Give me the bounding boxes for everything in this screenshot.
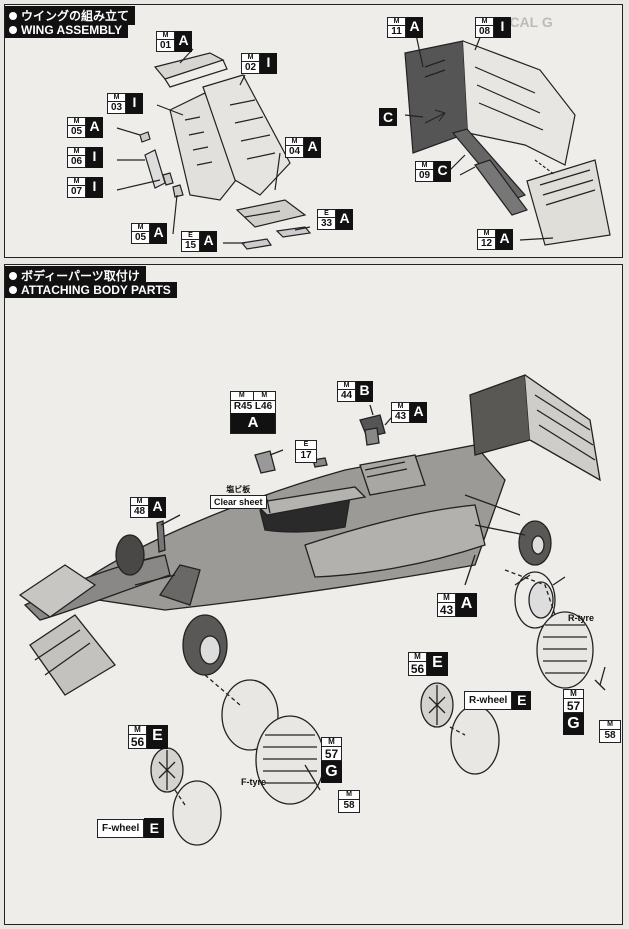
wing-assembly-panel: ウイングの組み立て WING ASSEMBLY [4,4,623,258]
part-label-m58-front: M 58 [338,790,360,813]
part-label-m58-rear: M 58 [599,720,621,743]
clear-sheet-label: 塩ビ板 Clear sheet [210,484,267,509]
body-heading-jp: ボディーパーツ取付け [5,266,146,285]
wing-assembly-diagram: DECAL G [116,14,611,250]
wing-heading-jp: ウイングの組み立て [5,6,136,25]
part-label-r45-l46: M M R45 L46 A [230,391,276,434]
part-label-e17: E 17 [295,440,317,463]
f-tyre-label: F-tyre [241,777,267,787]
callout-c: C [379,108,397,126]
body-heading-en: ATTACHING BODY PARTS [5,282,177,298]
body-parts-panel: ボディーパーツ取付け ATTACHING BODY PARTS [4,264,623,925]
r-tyre-label: R-tyre [568,613,595,623]
wing-heading-en: WING ASSEMBLY [5,22,129,38]
car-body-diagram [18,374,606,846]
